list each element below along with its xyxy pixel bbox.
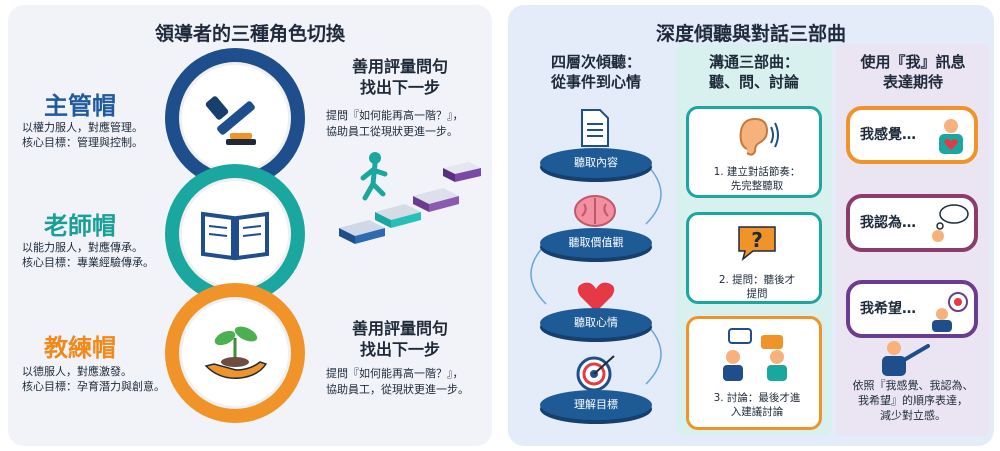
person-heart-icon — [939, 119, 963, 154]
step1-line1: 1. 建立對話節奏： — [713, 166, 801, 178]
coach-desc-line1: 以德服人，對應激發。 — [22, 365, 132, 378]
q1-title-line2: 找出下一步 — [359, 78, 440, 97]
i-message-footer: 依照『我感覺、我認為、 我希望』的順序表達， 減少對立感。 — [846, 378, 980, 423]
person-pointing-icon — [882, 341, 930, 376]
q2-desc-line2: 協助員工，從現狀更進一步。 — [326, 383, 469, 396]
manager-desc-line2: 核心目標：管理與控制。 — [22, 136, 143, 149]
discussion-icon — [723, 328, 787, 381]
document-icon — [581, 109, 609, 147]
teacher-desc-line2: 核心目標：專業經驗傳承。 — [22, 256, 154, 269]
three-steps-column-title: 溝通三部曲： 聽、問、討論 — [676, 52, 832, 92]
teacher-hat-title: 老師帽 — [44, 212, 116, 240]
layer-goals: 理解目標 — [540, 390, 652, 420]
step-question-box: ? 2. 提問：聽後才 提問 — [686, 212, 822, 304]
coach-desc-line2: 核心目標：孕育潛力與創意。 — [22, 380, 165, 393]
coach-hat-desc: 以德服人，對應激發。 核心目標：孕育潛力與創意。 — [22, 364, 172, 394]
question-title-top: 善用評量問句 找出下一步 — [320, 56, 480, 98]
listening-column: 四層次傾聽： 從事件到心情 聽取內容 聽取價值觀 聽取心情 理解目標 — [516, 44, 676, 436]
i-think-bubble: 我認為… — [846, 194, 978, 252]
question-bubble-icon: ? — [738, 226, 776, 261]
steps-title-line1: 溝通三部曲： — [708, 53, 799, 71]
steps-title-line2: 聽、問、討論 — [708, 73, 799, 91]
i-feel-text: 我感覺… — [860, 127, 916, 143]
thought-bubble-icon — [932, 204, 969, 242]
book-icon — [179, 178, 291, 290]
gavel-icon — [179, 62, 291, 174]
climbing-stairs-icon — [339, 152, 481, 244]
step-listen-box: 1. 建立對話節奏： 先完整聽取 — [686, 106, 822, 198]
i-feel-bubble: 我感覺… — [846, 106, 978, 164]
teacher-desc-line1: 以能力服人，對應傳承。 — [22, 241, 143, 254]
ear-icon — [739, 117, 779, 156]
layer-values: 聽取價值觀 — [540, 228, 652, 258]
q1-desc-line1: 提問『如何能再高一階？』， — [326, 109, 464, 122]
left-panel-title: 領導者的三種角色切換 — [154, 23, 345, 45]
step-1-text: 1. 建立對話節奏： 先完整聽取 — [693, 165, 821, 193]
step-discuss-box: 3. 討論：最後才進 入建議討論 — [686, 316, 822, 430]
q2-desc-line1: 提問『如何能再高一階？』， — [326, 367, 464, 380]
step3-line2: 入建議討論 — [730, 406, 784, 418]
manager-desc-line1: 以權力服人，對應管理。 — [22, 121, 143, 134]
manager-hat-desc: 以權力服人，對應管理。 核心目標：管理與控制。 — [22, 120, 172, 150]
footer-line2: 我希望』的順序表達， — [858, 394, 968, 407]
coach-ring — [165, 283, 305, 423]
listen-title-line1: 四層次傾聽： — [550, 53, 641, 71]
connector-wave — [530, 163, 662, 385]
i-hope-bubble: 我希望… — [846, 280, 978, 338]
brain-icon — [574, 195, 616, 227]
i-hope-text: 我希望… — [860, 301, 916, 317]
listening-column-title: 四層次傾聽： 從事件到心情 — [516, 52, 676, 92]
teacher-hat-desc: 以能力服人，對應傳承。 核心目標：專業經驗傳承。 — [22, 240, 172, 270]
step2-line1: 2. 提問：聽後才 — [718, 274, 796, 286]
heart-icon — [577, 282, 615, 312]
layer-content: 聽取內容 — [540, 148, 652, 178]
step1-line2: 先完整聽取 — [730, 180, 784, 192]
question-desc-top: 提問『如何能再高一階？』， 協助員工從現狀更進一步。 — [326, 108, 486, 140]
target-hope-icon — [932, 292, 968, 332]
manager-hat-title: 主管帽 — [44, 92, 116, 120]
svg-text:?: ? — [751, 228, 763, 252]
q1-desc-line2: 協助員工從現狀更進一步。 — [326, 125, 458, 138]
q2-title-line2: 找出下一步 — [359, 340, 440, 359]
target-icon — [576, 355, 615, 392]
right-panel-title: 深度傾聽與對話三部曲 — [655, 23, 846, 45]
q1-title-line1: 善用評量問句 — [351, 57, 448, 76]
seedling-hand-icon — [179, 297, 291, 409]
step-3-text: 3. 討論：最後才進 入建議討論 — [693, 391, 821, 419]
i-message-column: 使用『我』訊息 表達期待 我感覺… 我認為… 我希望… 依照 — [836, 44, 990, 436]
i-title-line1: 使用『我』訊息 — [860, 53, 966, 71]
step3-line1: 3. 討論：最後才進 — [713, 392, 801, 404]
step-2-text: 2. 提問：聽後才 提問 — [693, 273, 821, 301]
coach-hat-title: 教練帽 — [44, 334, 116, 362]
layer-feelings: 聽取心情 — [540, 308, 652, 338]
three-steps-column: 溝通三部曲： 聽、問、討論 1. 建立對話節奏： 先完整聽取 ? 2. 提問：聽… — [676, 44, 832, 436]
teacher-ring — [165, 164, 305, 304]
footer-line3: 減少對立感。 — [880, 409, 946, 422]
listen-title-line2: 從事件到心情 — [550, 73, 641, 91]
step2-line2: 提問 — [746, 288, 768, 300]
question-desc-bottom: 提問『如何能再高一階？』， 協助員工，從現狀更進一步。 — [326, 366, 486, 398]
q2-title-line1: 善用評量問句 — [351, 319, 448, 338]
question-title-bottom: 善用評量問句 找出下一步 — [320, 318, 480, 360]
i-message-column-title: 使用『我』訊息 表達期待 — [836, 52, 990, 92]
i-title-line2: 表達期待 — [882, 73, 943, 91]
footer-line1: 依照『我感覺、我認為、 — [852, 379, 974, 392]
i-think-text: 我認為… — [860, 215, 916, 231]
